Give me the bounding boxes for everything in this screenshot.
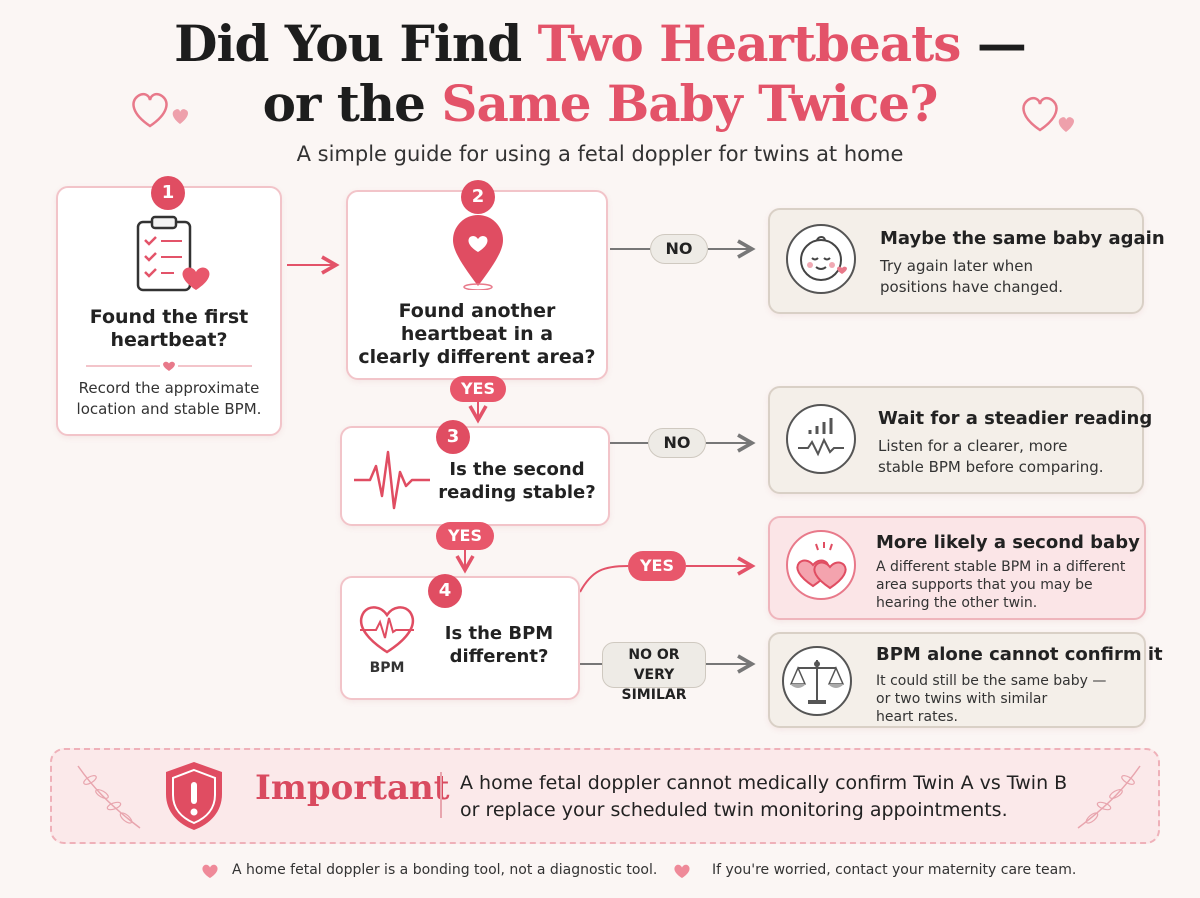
footer-right-text: If you're worried, contact your maternit… xyxy=(712,862,1077,878)
title-line-1: Did You Find Two Heartbeats — xyxy=(174,14,1027,73)
important-banner xyxy=(50,748,1160,844)
yes-pill-2: YES xyxy=(436,522,494,550)
step-4-number: 4 xyxy=(428,574,462,608)
step-3-number: 3 xyxy=(436,420,470,454)
outcome-4-title: BPM alone cannot confirm it xyxy=(876,644,1163,665)
floral-decoration-left-icon xyxy=(77,765,141,829)
outcome-1-title: Maybe the same baby again xyxy=(880,228,1165,249)
important-label: Important xyxy=(255,768,450,808)
outcome-2-title: Wait for a steadier reading xyxy=(878,408,1153,429)
footer-left-text: A home fetal doppler is a bonding tool, … xyxy=(232,862,658,878)
important-text: A home fetal doppler cannot medically co… xyxy=(460,772,1068,821)
no-pill-1: NO xyxy=(650,234,708,264)
heart-decoration-left-icon xyxy=(132,92,188,128)
divider-heart-icon xyxy=(86,361,252,371)
baby-face-icon-circle xyxy=(786,224,856,294)
heart-decoration-right-icon xyxy=(1022,96,1074,132)
step-2-number: 2 xyxy=(461,180,495,214)
footer-heart-left-icon xyxy=(202,864,218,878)
two-hearts-icon xyxy=(796,542,847,590)
title-line-2: or the Same Baby Twice? xyxy=(262,74,939,133)
subtitle: A simple guide for using a fetal doppler… xyxy=(296,142,904,166)
important-divider xyxy=(440,772,442,818)
outcome-4-text: It could still be the same baby —or two … xyxy=(876,673,1107,725)
yes-pill-1: YES xyxy=(450,376,506,402)
baby-face-icon xyxy=(800,236,847,281)
no-pill-2: NO xyxy=(648,428,706,458)
floral-decoration-right-icon xyxy=(1077,765,1141,829)
step-1-number: 1 xyxy=(151,176,185,210)
heart-bpm-icon xyxy=(359,606,415,654)
balance-scales-icon xyxy=(789,660,845,704)
heartbeat-wave-icon xyxy=(354,450,430,510)
clipboard-icon xyxy=(136,215,210,292)
outcome-3-title: More likely a second baby xyxy=(876,532,1140,553)
signal-icon-circle xyxy=(786,404,856,474)
bpm-icon-label: BPM xyxy=(369,660,405,676)
location-heart-pin-icon xyxy=(453,215,503,290)
signal-wave-icon xyxy=(798,418,844,457)
yes-pill-3: YES xyxy=(628,551,686,581)
warning-shield-icon xyxy=(166,762,222,830)
footer-heart-right-icon xyxy=(674,864,690,878)
